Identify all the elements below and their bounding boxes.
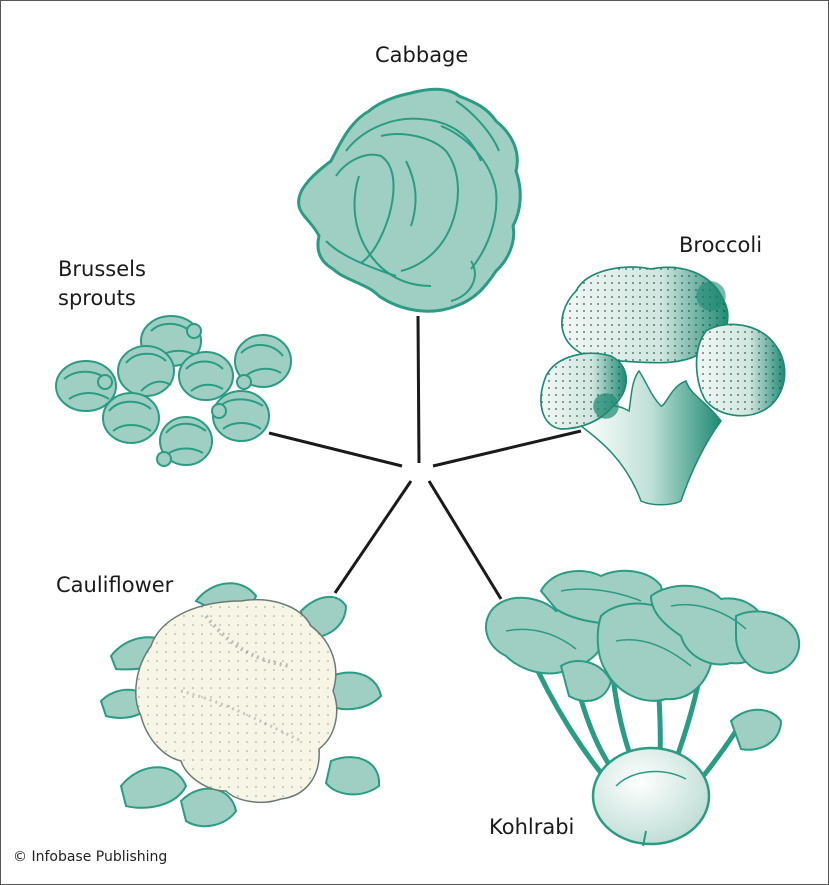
broccoli-illustration xyxy=(541,267,785,505)
connector-cauliflower xyxy=(335,481,411,593)
kohlrabi-illustration xyxy=(486,571,799,846)
connector-broccoli xyxy=(433,431,581,466)
connector-cabbage xyxy=(418,316,419,463)
connector-lines xyxy=(269,316,581,599)
label-brussels-sprouts: Brussels sprouts xyxy=(58,255,146,313)
label-kohlrabi: Kohlrabi xyxy=(489,813,574,842)
brussels-sprouts-illustration xyxy=(56,316,291,466)
cabbage-illustration xyxy=(299,89,521,311)
copyright-credit: © Infobase Publishing xyxy=(13,849,167,865)
label-brussels-line2: sprouts xyxy=(58,284,146,313)
label-brussels-line1: Brussels xyxy=(58,255,146,284)
label-cauliflower: Cauliflower xyxy=(56,571,173,600)
cauliflower-illustration xyxy=(101,583,381,826)
label-broccoli: Broccoli xyxy=(679,231,762,260)
connector-kohlrabi xyxy=(429,481,501,599)
connector-brussels xyxy=(269,433,402,466)
label-cabbage: Cabbage xyxy=(375,41,468,70)
